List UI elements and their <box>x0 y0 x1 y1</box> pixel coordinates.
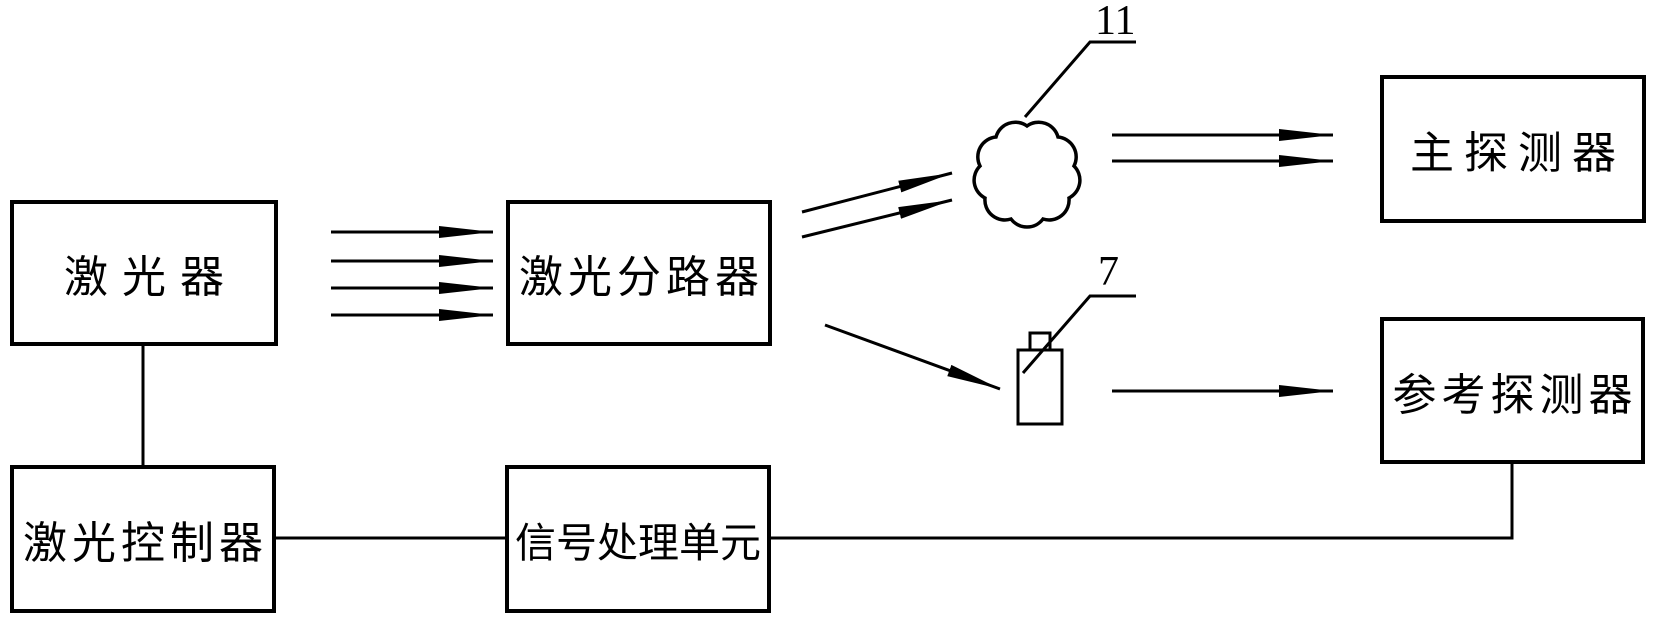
cloud-to-main-detector-beam-arrows <box>1112 129 1333 167</box>
callout-7-leader <box>1021 294 1136 374</box>
callout-7-label: 7 <box>1098 249 1119 295</box>
reference-detector-label: 参考探测器 <box>1392 370 1638 420</box>
main-detector-box: 主探测器 <box>1380 75 1646 223</box>
splitter-to-cell-beam-arrow <box>824 323 1001 391</box>
splitter-label: 激光分路器 <box>519 253 764 302</box>
splitter-box: 激光分路器 <box>506 200 772 346</box>
laser-label: 激光器 <box>64 253 238 302</box>
callout-11-label: 11 <box>1095 0 1136 44</box>
callout-leader-lines <box>1021 40 1136 374</box>
laser-controller-box: 激光控制器 <box>10 465 276 613</box>
reference-detector-box: 参考探测器 <box>1380 317 1645 464</box>
connector-lines <box>141 345 1514 540</box>
main-detector-label: 主探测器 <box>1410 129 1626 178</box>
laser-to-splitter-beam-arrows <box>331 226 493 321</box>
cell-shape <box>1016 331 1064 426</box>
signal-unit-to-reference-detector-line <box>770 463 1514 540</box>
signal-processing-unit-box: 信号处理单元 <box>505 465 771 613</box>
callout-11-leader <box>1023 40 1136 118</box>
laser-controller-label: 激光控制器 <box>23 519 268 568</box>
signal-processing-unit-label: 信号处理单元 <box>515 520 761 566</box>
splitter-to-cloud-beam-arrows <box>801 171 953 239</box>
cloud-shape <box>972 120 1082 229</box>
laser-box: 激光器 <box>10 200 278 346</box>
